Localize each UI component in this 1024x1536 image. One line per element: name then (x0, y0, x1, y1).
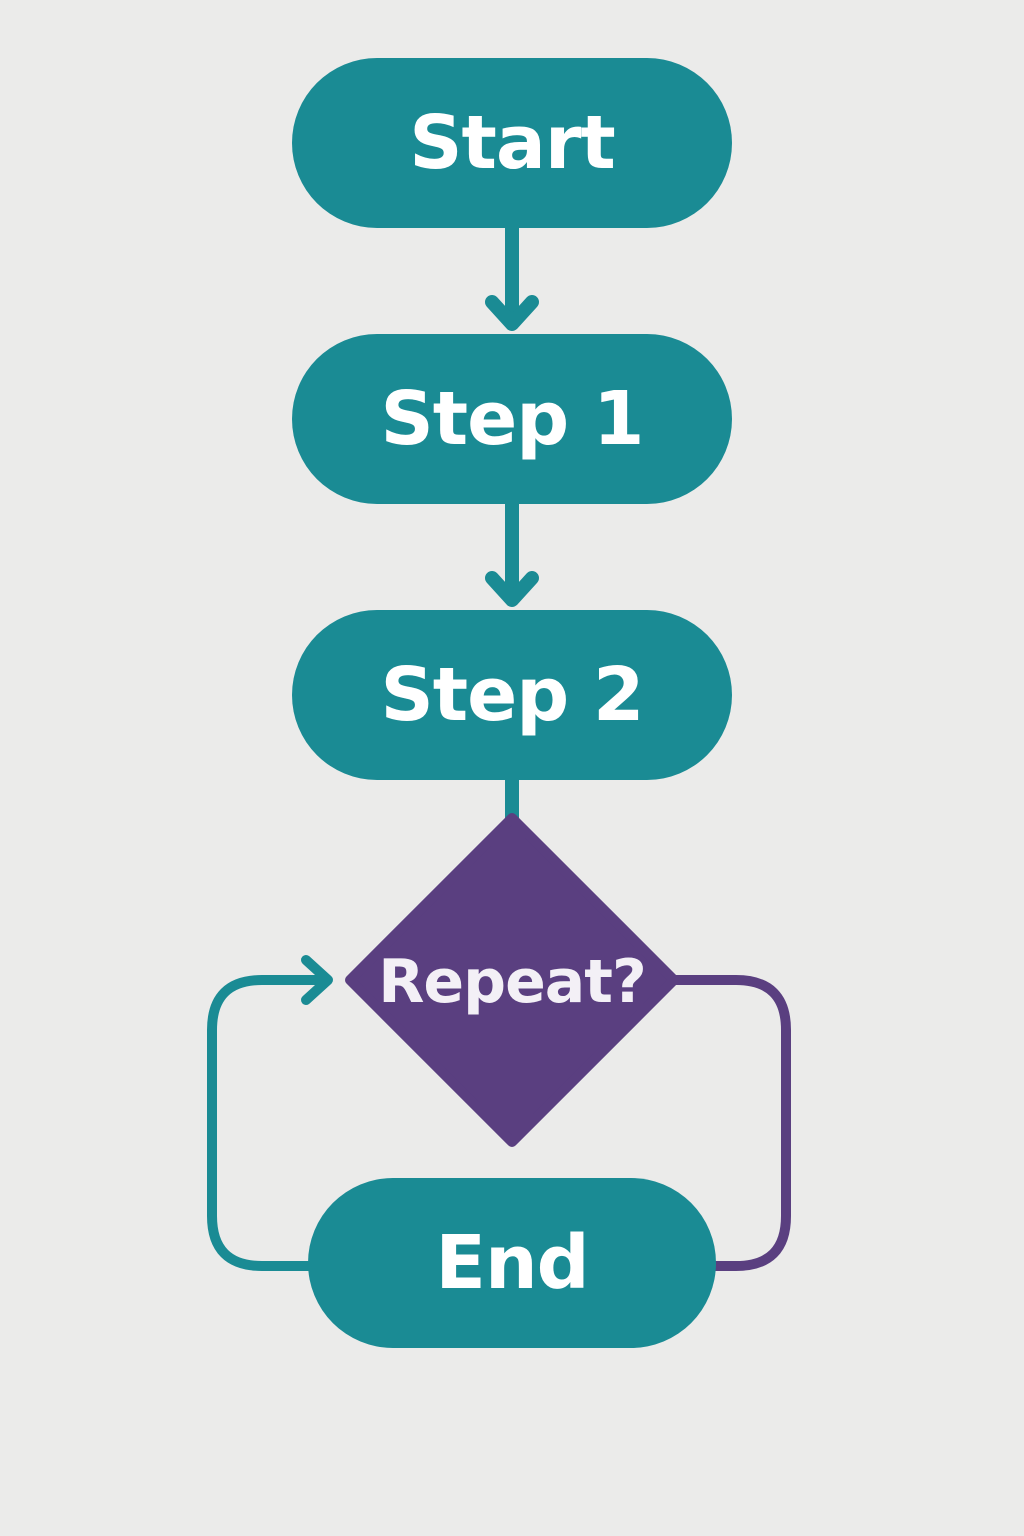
edge-start-to-step1 (485, 226, 539, 331)
edge-end-to-decision-line (207, 975, 326, 1271)
start-node: Start (292, 58, 732, 228)
end-node: End (308, 1178, 716, 1348)
decision-diamond-shape (345, 813, 679, 1147)
edge-start-to-step1-arrowhead (485, 295, 539, 331)
edge-decision-to-end (670, 975, 791, 1271)
decision-node-label: Repeat? (378, 947, 647, 1017)
step1-node: Step 1 (292, 334, 732, 504)
start-node-label: Start (409, 100, 615, 186)
edge-step1-to-step2 (485, 502, 539, 607)
edge-end-to-decision-arrowhead (301, 955, 333, 1005)
step2-node: Step 2 (292, 610, 732, 780)
end-node-label: End (435, 1220, 589, 1306)
edge-step1-to-step2-arrowhead (485, 571, 539, 607)
edge-end-to-decision (207, 955, 333, 1271)
step1-node-label: Step 1 (380, 376, 644, 462)
step2-node-label: Step 2 (380, 652, 644, 738)
